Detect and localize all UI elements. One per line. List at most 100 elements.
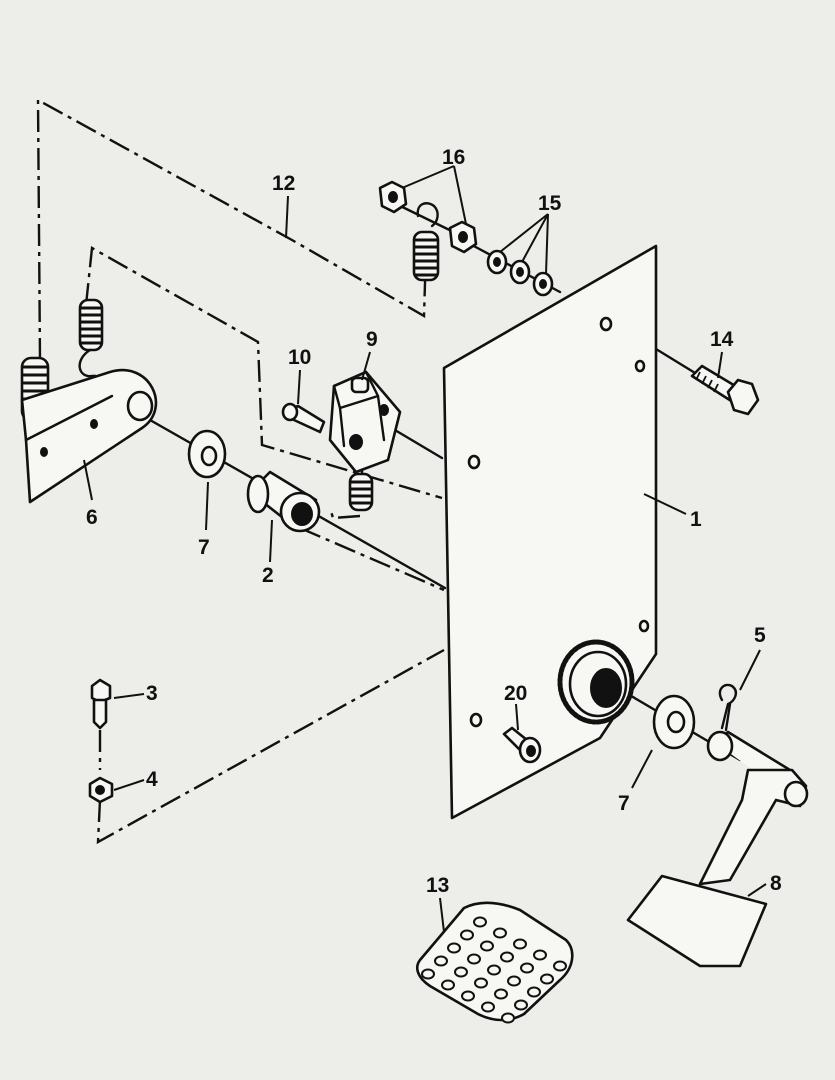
pedal-shaft-end	[706, 730, 734, 762]
callout-12: 12	[272, 172, 295, 195]
nut-16-left	[378, 180, 408, 214]
leader-3	[113, 693, 145, 699]
leader-1	[643, 493, 687, 515]
tread-dot	[434, 955, 448, 967]
tread-dot	[421, 968, 435, 980]
assembly-line-lower-spring	[328, 507, 361, 520]
pedal-arm-8	[626, 730, 809, 968]
assembly-lines	[36, 97, 445, 845]
pedal-lever	[698, 768, 808, 886]
nut-16-left-hole	[388, 191, 398, 203]
valve-block-port-side	[379, 404, 389, 416]
mounting-plate	[442, 244, 658, 820]
callout-2: 2	[262, 564, 274, 587]
lever-bracket-fold	[24, 394, 114, 442]
leader-5	[739, 649, 761, 691]
pedal-pivot-boss	[783, 780, 809, 808]
valve-block-side-edge	[376, 394, 386, 442]
spring-middle	[78, 298, 104, 409]
assembly-line-12	[36, 97, 428, 361]
spring-upper-right	[412, 230, 440, 282]
leader-6	[83, 459, 93, 501]
callout-20: 20	[504, 682, 527, 705]
nut-4	[88, 776, 114, 804]
tread-dot	[473, 916, 487, 928]
bushing-back-end	[246, 474, 270, 514]
washer-7-lower-hole	[666, 710, 686, 734]
tread-dot	[500, 951, 514, 963]
leader-13	[439, 897, 445, 933]
lever-bracket-6	[20, 368, 158, 504]
callout-14: 14	[710, 328, 734, 351]
leader-15	[499, 213, 549, 275]
tread-dot	[527, 986, 541, 998]
callout-6: 6	[86, 506, 98, 529]
bolt-14-thread	[695, 371, 719, 393]
washer-15-c-hole	[539, 279, 547, 289]
pivot-hole	[590, 668, 622, 708]
tread-dot	[480, 940, 494, 952]
valve-block-9	[328, 370, 402, 474]
bolt-14	[690, 364, 760, 416]
washer-7-upper	[187, 429, 227, 479]
washer-15-a-hole	[493, 257, 501, 267]
bolt-3-shank	[92, 698, 108, 730]
tread-dot	[494, 988, 508, 1000]
cotter-pin-5	[718, 683, 738, 732]
bushing-bore	[291, 502, 313, 526]
assembly-line-spring	[84, 246, 443, 500]
screw-20	[502, 726, 542, 764]
plate-hole-top-left	[599, 316, 613, 332]
leader-8	[747, 883, 767, 897]
tread-dot	[501, 1012, 515, 1024]
plate-hole-lower-right	[638, 619, 650, 633]
cotter-pin-leg	[724, 702, 732, 732]
leader-7b	[631, 749, 653, 789]
leader-7a	[205, 481, 209, 531]
tread-dot	[533, 949, 547, 961]
tread-dot	[513, 938, 527, 950]
callout-8: 8	[770, 872, 782, 895]
callout-labels: 1 2 3 4 5 6 7 7 8 9 10 12 13 14 15 16 20	[86, 146, 782, 897]
screw-20-socket	[526, 745, 536, 757]
tread-dot	[481, 1001, 495, 1013]
leader-4	[113, 779, 145, 791]
assembly-line-bushing	[299, 526, 445, 592]
plate-hole-middle-left	[467, 454, 481, 470]
tread-dot	[467, 953, 481, 965]
callout-5: 5	[754, 624, 766, 647]
callout-3: 3	[146, 682, 158, 705]
pad-cover-tread-dots	[421, 916, 567, 1024]
lever-bracket-pivot-hole	[126, 390, 154, 422]
washers-15	[486, 249, 554, 297]
valve-block-front-edge	[338, 406, 346, 448]
plate-hole-lower-left	[469, 712, 483, 728]
tread-dot	[447, 942, 461, 954]
callout-13: 13	[426, 874, 449, 897]
tread-dot	[461, 990, 475, 1002]
bolt-3	[90, 678, 112, 730]
spring-hook-top	[416, 202, 439, 228]
callout-1: 1	[690, 508, 702, 531]
tread-dot	[514, 999, 528, 1011]
screw-10	[281, 402, 326, 434]
tread-dot	[553, 960, 567, 972]
bolt-3-head	[90, 678, 112, 704]
leader-2	[269, 519, 273, 563]
nut-16-right-hole	[458, 231, 468, 243]
screw-10-head	[281, 402, 299, 422]
callout-4: 4	[146, 768, 158, 791]
bolt-14-head	[726, 378, 760, 416]
plate-outline	[442, 244, 658, 820]
tread-dot	[454, 966, 468, 978]
leader-16	[401, 165, 467, 225]
callout-leaders	[83, 165, 767, 933]
tread-dot	[487, 964, 501, 976]
leader-12	[285, 195, 289, 239]
lever-bracket-body	[20, 368, 158, 504]
tread-dot	[507, 975, 521, 987]
tread-dot	[460, 929, 474, 941]
plate-hole-top-right	[634, 359, 646, 373]
tread-dot	[493, 927, 507, 939]
